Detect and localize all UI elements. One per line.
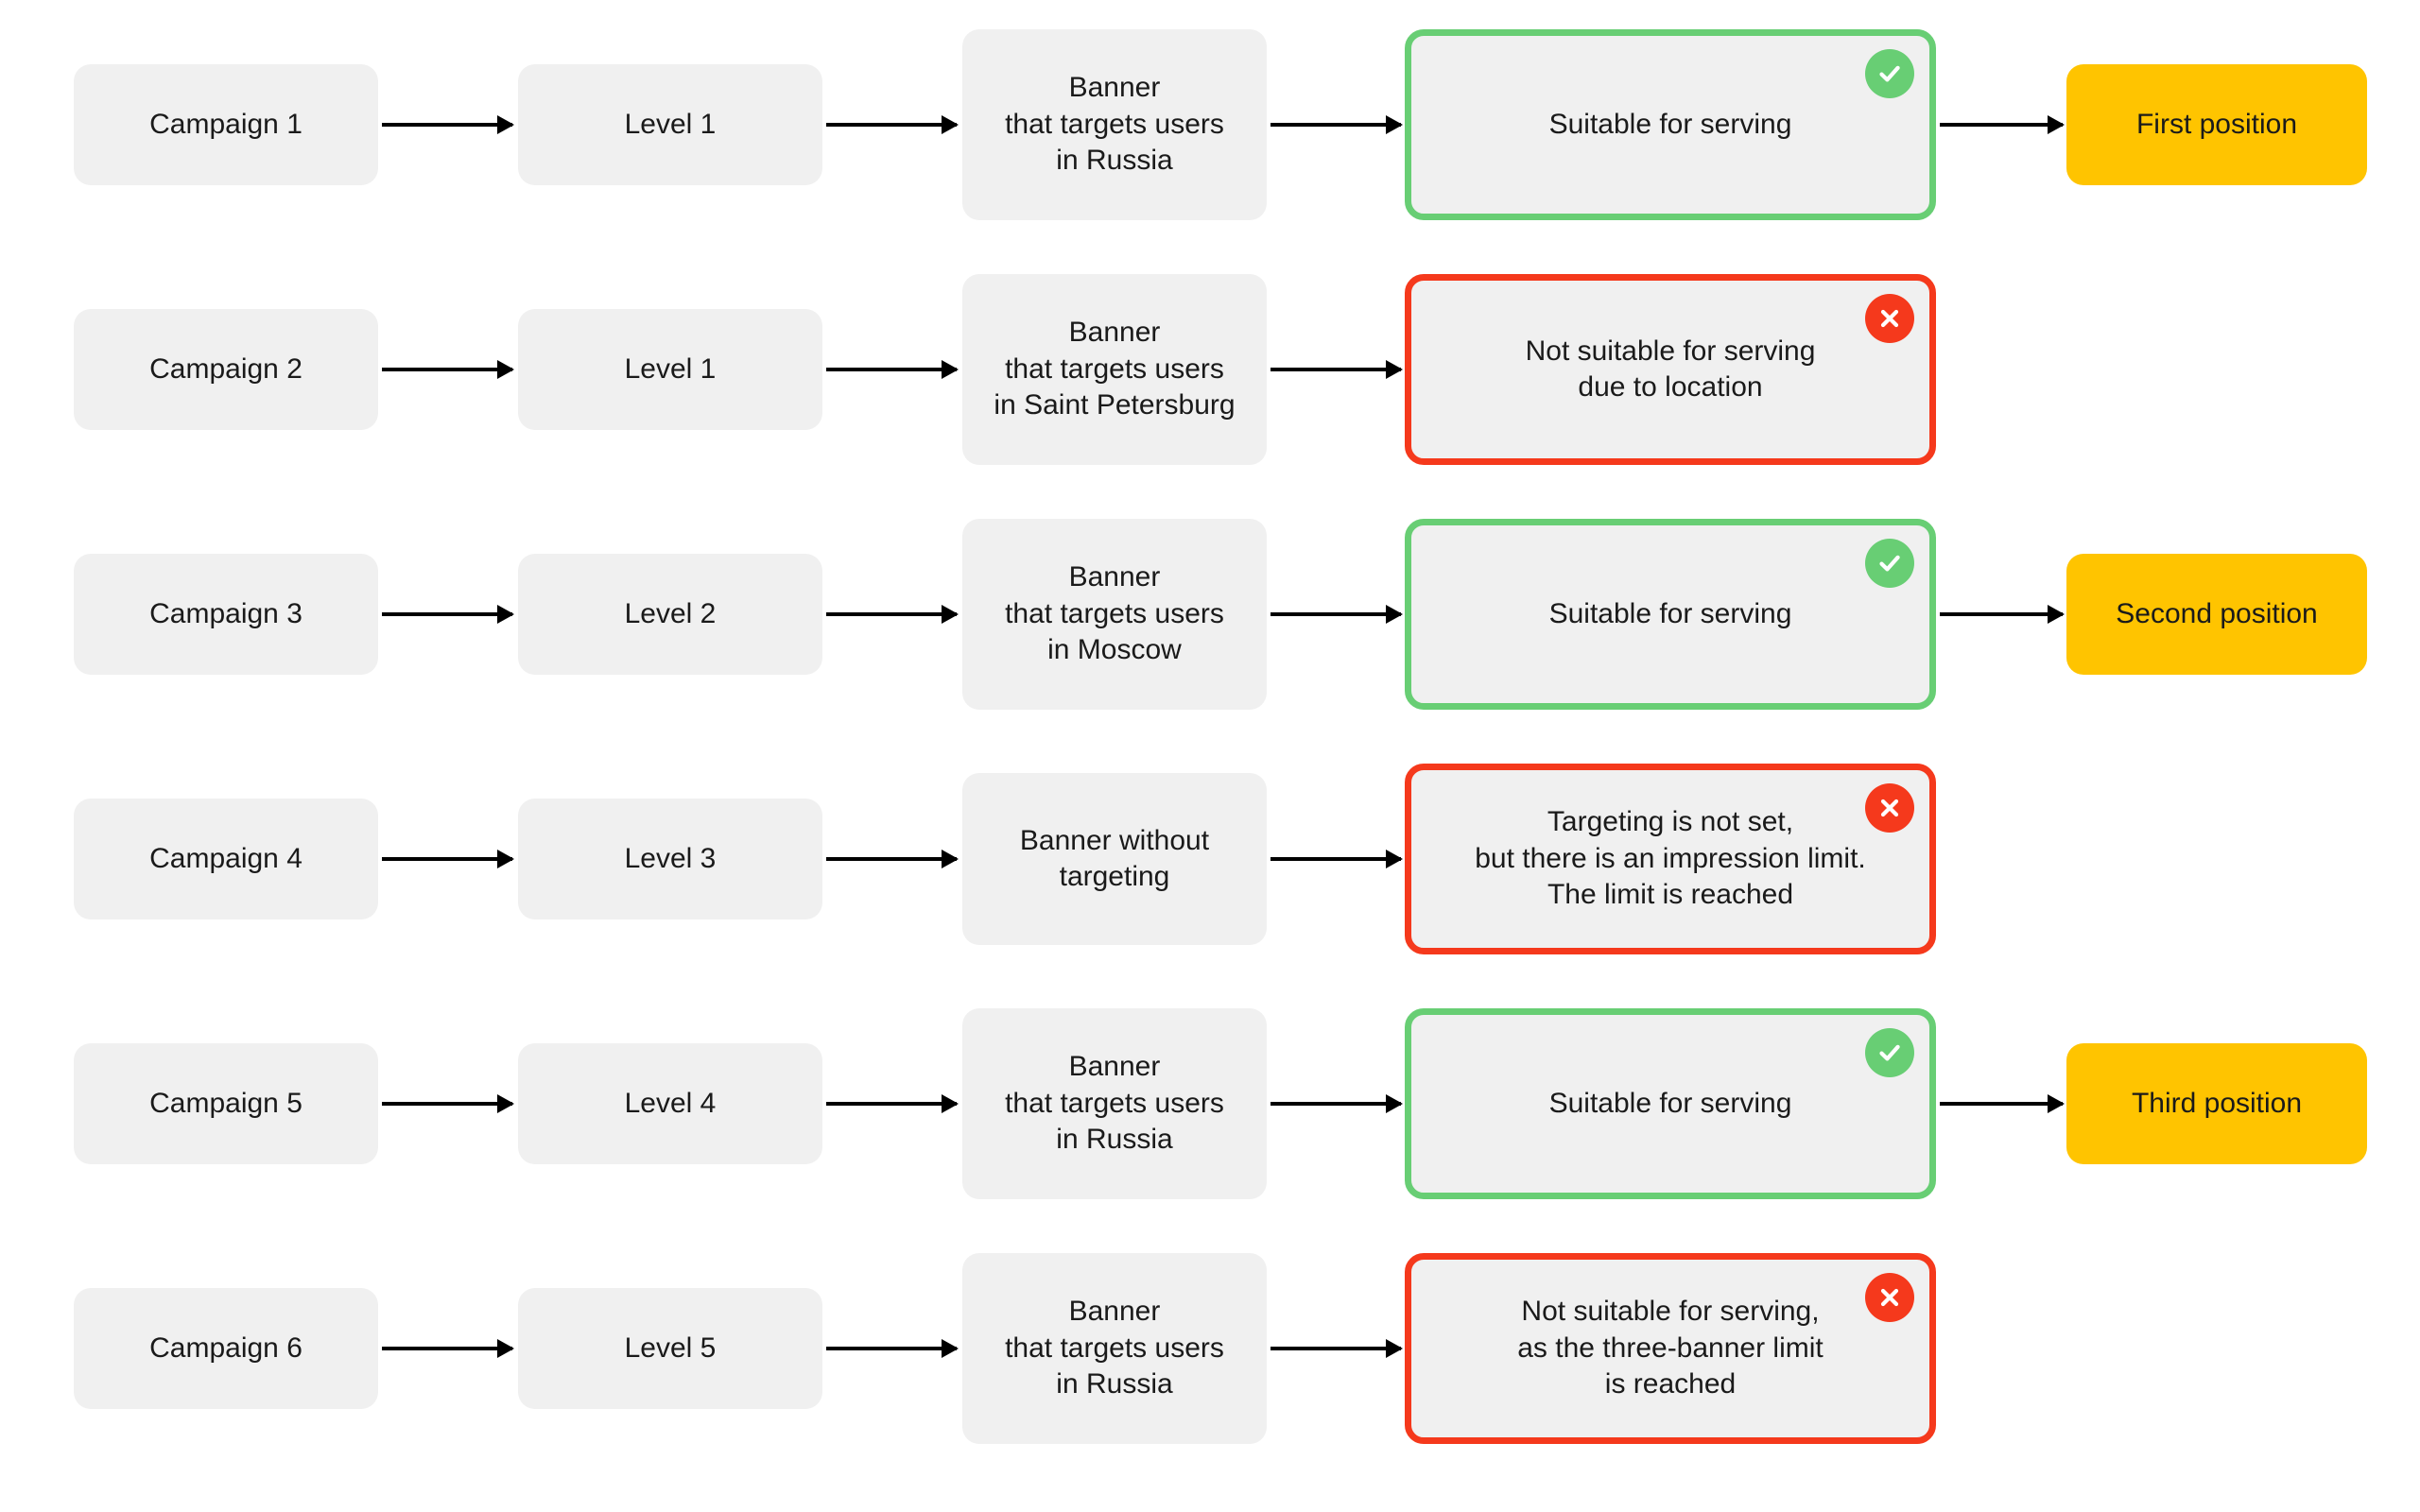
position-label: Second position xyxy=(2116,597,2318,629)
verdict-node[interactable]: Not suitable for serving, as the three-b… xyxy=(1405,1253,1936,1444)
arrow-level-to-banner xyxy=(826,1102,957,1106)
arrow-campaign-to-level xyxy=(382,1102,512,1106)
banner-node[interactable]: Banner that targets users in Russia xyxy=(962,1253,1267,1444)
arrow-campaign-to-level xyxy=(382,123,512,127)
verdict-node[interactable]: Targeting is not set, but there is an im… xyxy=(1405,764,1936,954)
level-node[interactable]: Level 5 xyxy=(518,1288,822,1409)
position-node[interactable]: Third position xyxy=(2066,1043,2367,1164)
banner-label: Banner that targets users in Saint Peter… xyxy=(994,317,1236,421)
arrow-campaign-to-level xyxy=(382,857,512,861)
level-label: Level 2 xyxy=(624,597,717,629)
campaign-node[interactable]: Campaign 4 xyxy=(74,799,378,919)
position-node[interactable]: First position xyxy=(2066,64,2367,185)
arrow-campaign-to-level xyxy=(382,612,512,616)
campaign-label: Campaign 5 xyxy=(149,1087,302,1119)
banner-label: Banner that targets users in Russia xyxy=(1005,1051,1224,1156)
banner-node[interactable]: Banner that targets users in Russia xyxy=(962,29,1267,220)
campaign-label: Campaign 6 xyxy=(149,1332,302,1364)
position-node[interactable]: Second position xyxy=(2066,554,2367,675)
verdict-node[interactable]: Suitable for serving xyxy=(1405,1008,1936,1199)
arrow-verdict-to-position xyxy=(1940,1102,2063,1106)
campaign-label: Campaign 3 xyxy=(149,597,302,629)
level-label: Level 3 xyxy=(624,842,717,874)
banner-label: Banner that targets users in Moscow xyxy=(1005,561,1224,666)
x-circle-icon xyxy=(1865,1273,1914,1322)
x-circle-icon xyxy=(1865,783,1914,833)
verdict-label: Suitable for serving xyxy=(1548,108,1792,140)
campaign-label: Campaign 4 xyxy=(149,842,302,874)
level-node[interactable]: Level 1 xyxy=(518,64,822,185)
campaign-label: Campaign 2 xyxy=(149,352,302,385)
check-circle-icon xyxy=(1865,1028,1914,1077)
arrow-campaign-to-level xyxy=(382,368,512,371)
banner-node[interactable]: Banner that targets users in Moscow xyxy=(962,519,1267,710)
level-node[interactable]: Level 2 xyxy=(518,554,822,675)
verdict-node[interactable]: Suitable for serving xyxy=(1405,29,1936,220)
verdict-label: Not suitable for serving due to location xyxy=(1525,335,1816,403)
verdict-node[interactable]: Suitable for serving xyxy=(1405,519,1936,710)
verdict-label: Suitable for serving xyxy=(1548,597,1792,629)
banner-label: Banner that targets users in Russia xyxy=(1005,1296,1224,1400)
campaign-node[interactable]: Campaign 2 xyxy=(74,309,378,430)
level-node[interactable]: Level 4 xyxy=(518,1043,822,1164)
campaign-node[interactable]: Campaign 6 xyxy=(74,1288,378,1409)
arrow-banner-to-verdict xyxy=(1270,368,1401,371)
arrow-verdict-to-position xyxy=(1940,123,2063,127)
arrow-banner-to-verdict xyxy=(1270,123,1401,127)
verdict-node[interactable]: Not suitable for serving due to location xyxy=(1405,274,1936,465)
level-node[interactable]: Level 1 xyxy=(518,309,822,430)
level-label: Level 4 xyxy=(624,1087,717,1119)
arrow-campaign-to-level xyxy=(382,1347,512,1350)
arrow-banner-to-verdict xyxy=(1270,612,1401,616)
banner-label: Banner that targets users in Russia xyxy=(1005,72,1224,177)
arrow-level-to-banner xyxy=(826,1347,957,1350)
campaign-label: Campaign 1 xyxy=(149,108,302,140)
arrow-banner-to-verdict xyxy=(1270,857,1401,861)
check-circle-icon xyxy=(1865,539,1914,588)
verdict-label: Targeting is not set, but there is an im… xyxy=(1475,806,1866,911)
arrow-level-to-banner xyxy=(826,368,957,371)
arrow-banner-to-verdict xyxy=(1270,1347,1401,1350)
check-circle-icon xyxy=(1865,49,1914,98)
arrow-banner-to-verdict xyxy=(1270,1102,1401,1106)
campaign-node[interactable]: Campaign 5 xyxy=(74,1043,378,1164)
verdict-label: Not suitable for serving, as the three-b… xyxy=(1517,1296,1824,1400)
arrow-level-to-banner xyxy=(826,612,957,616)
verdict-label: Suitable for serving xyxy=(1548,1087,1792,1119)
banner-label: Banner without targeting xyxy=(1019,824,1210,892)
level-node[interactable]: Level 3 xyxy=(518,799,822,919)
arrow-level-to-banner xyxy=(826,123,957,127)
x-circle-icon xyxy=(1865,294,1914,343)
arrow-verdict-to-position xyxy=(1940,612,2063,616)
campaign-node[interactable]: Campaign 3 xyxy=(74,554,378,675)
banner-node[interactable]: Banner without targeting xyxy=(962,773,1267,945)
position-label: First position xyxy=(2135,108,2298,140)
level-label: Level 1 xyxy=(624,352,717,385)
campaign-node[interactable]: Campaign 1 xyxy=(74,64,378,185)
level-label: Level 1 xyxy=(624,108,717,140)
banner-node[interactable]: Banner that targets users in Saint Peter… xyxy=(962,274,1267,465)
banner-node[interactable]: Banner that targets users in Russia xyxy=(962,1008,1267,1199)
arrow-level-to-banner xyxy=(826,857,957,861)
level-label: Level 5 xyxy=(624,1332,717,1364)
position-label: Third position xyxy=(2131,1087,2303,1119)
